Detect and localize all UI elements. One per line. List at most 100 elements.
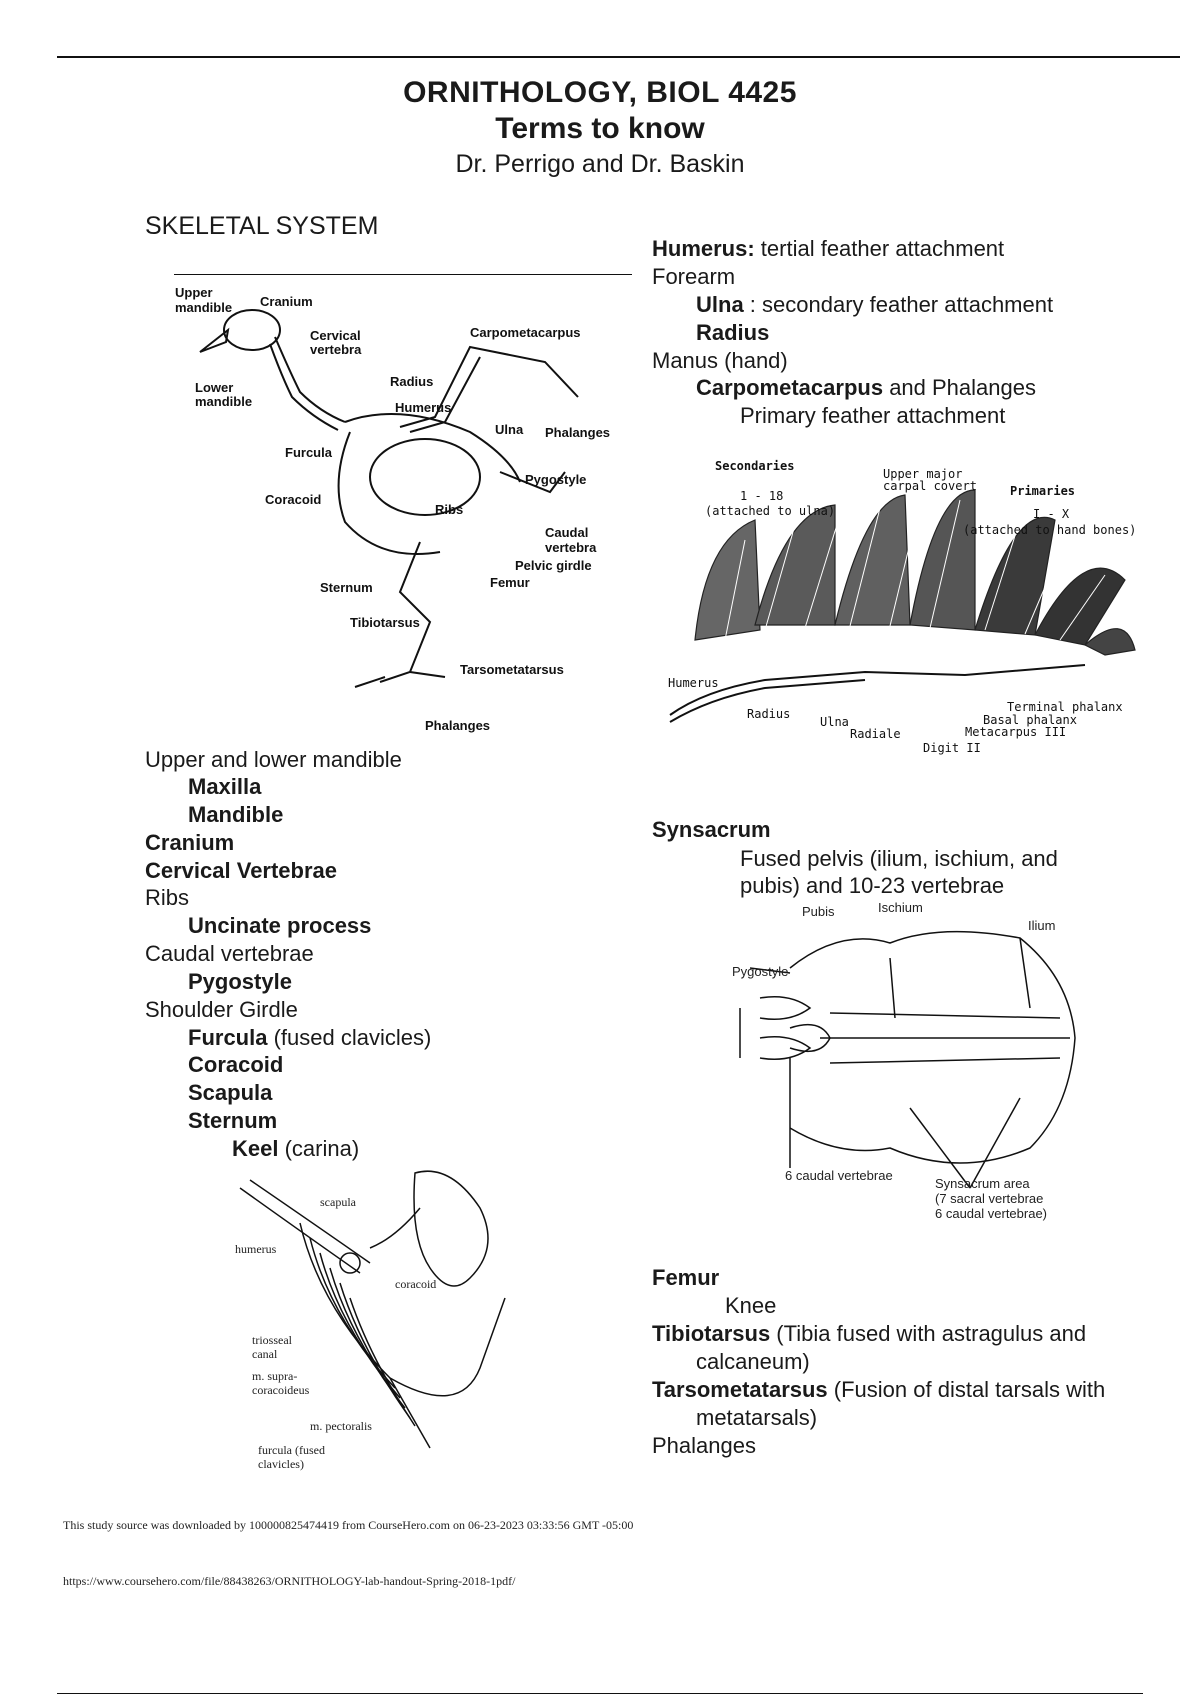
svg-text:Carpometacarpus: Carpometacarpus — [470, 325, 581, 340]
svg-text:Primaries: Primaries — [1010, 484, 1075, 498]
term-ulna-note: : secondary feather attachment — [744, 292, 1053, 317]
svg-text:humerus: humerus — [235, 1242, 277, 1256]
svg-text:m. pectoralis: m. pectoralis — [310, 1419, 372, 1433]
term-tarsometatarsus-note: (Fusion of distal tarsals with — [828, 1377, 1106, 1402]
bottom-rule — [57, 1693, 1143, 1694]
term-ribs: Ribs — [145, 884, 189, 912]
term-radius: Radius — [696, 319, 769, 347]
svg-text:(7 sacral vertebrae: (7 sacral vertebrae — [935, 1191, 1043, 1206]
svg-text:Cervical: Cervical — [310, 328, 361, 343]
svg-text:Metacarpus III: Metacarpus III — [965, 725, 1066, 739]
term-uncinate-process: Uncinate process — [188, 912, 371, 940]
term-humerus-note: tertial feather attachment — [755, 236, 1004, 261]
term-upper-lower-mandible: Upper and lower mandible — [145, 746, 402, 774]
svg-text:Pygostyle: Pygostyle — [525, 472, 586, 487]
svg-text:Phalanges: Phalanges — [425, 718, 490, 733]
svg-text:Coracoid: Coracoid — [265, 492, 321, 507]
svg-text:vertebra: vertebra — [310, 342, 362, 357]
term-knee: Knee — [725, 1292, 776, 1320]
term-tarsometatarsus-cont: metatarsals) — [696, 1404, 817, 1432]
term-keel: Keel (carina) — [232, 1135, 359, 1163]
term-mandible: Mandible — [188, 801, 283, 829]
authors: Dr. Perrigo and Dr. Baskin — [0, 150, 1200, 179]
footer-url[interactable]: https://www.coursehero.com/file/88438263… — [63, 1574, 515, 1589]
keel-figure: scapula humerus coracoid triosseal canal… — [230, 1168, 535, 1478]
term-caudal-vertebrae: Caudal vertebrae — [145, 940, 314, 968]
term-keel-note: (carina) — [278, 1136, 359, 1161]
svg-text:Pubis: Pubis — [802, 904, 835, 919]
term-furcula-name: Furcula — [188, 1025, 267, 1050]
svg-text:(attached to ulna): (attached to ulna) — [705, 504, 835, 518]
term-humerus-name: Humerus: — [652, 236, 755, 261]
wing-feathers-figure: Secondaries 1 - 18 (attached to ulna) Up… — [665, 450, 1150, 765]
page-subtitle: Terms to know — [0, 112, 1200, 146]
term-cervical-vertebrae: Cervical Vertebrae — [145, 857, 337, 885]
svg-text:Cranium: Cranium — [260, 294, 313, 309]
term-sternum: Sternum — [188, 1107, 277, 1135]
footer-source: This study source was downloaded by 1000… — [63, 1518, 633, 1533]
svg-text:Radius: Radius — [747, 707, 790, 721]
term-manus: Manus (hand) — [652, 347, 788, 375]
svg-text:Lower: Lower — [195, 380, 233, 395]
term-carpometacarpus-note: and Phalanges — [883, 375, 1036, 400]
svg-text:Ilium: Ilium — [1028, 918, 1055, 933]
svg-text:Furcula: Furcula — [285, 445, 333, 460]
term-cranium: Cranium — [145, 829, 234, 857]
svg-text:Secondaries: Secondaries — [715, 459, 794, 473]
term-femur: Femur — [652, 1264, 719, 1292]
svg-text:m. supra-: m. supra- — [252, 1369, 297, 1383]
term-keel-name: Keel — [232, 1136, 278, 1161]
svg-text:Tarsometatarsus: Tarsometatarsus — [460, 662, 564, 677]
svg-text:furcula (fused: furcula (fused — [258, 1443, 325, 1457]
svg-text:Femur: Femur — [490, 575, 530, 590]
term-shoulder-girdle: Shoulder Girdle — [145, 996, 298, 1024]
term-tibiotarsus-name: Tibiotarsus — [652, 1321, 770, 1346]
term-tibiotarsus: Tibiotarsus (Tibia fused with astragulus… — [652, 1320, 1086, 1348]
section-heading: SKELETAL SYSTEM — [145, 212, 378, 240]
term-phalanges: Phalanges — [652, 1432, 756, 1460]
svg-text:coracoid: coracoid — [395, 1277, 436, 1291]
svg-text:Caudal: Caudal — [545, 525, 588, 540]
svg-text:Radiale: Radiale — [850, 727, 901, 741]
svg-text:coracoideus: coracoideus — [252, 1383, 310, 1397]
term-fused-pelvis-cont: pubis) and 10-23 vertebrae — [740, 872, 1004, 900]
term-ulna: Ulna : secondary feather attachment — [696, 291, 1053, 319]
svg-text:scapula: scapula — [320, 1195, 357, 1209]
svg-text:Ribs: Ribs — [435, 502, 463, 517]
svg-text:Phalanges: Phalanges — [545, 425, 610, 440]
synsacrum-figure: Pubis Ischium Ilium Pygostyle 6 caudal v… — [730, 898, 1090, 1228]
svg-text:Ulna: Ulna — [820, 715, 849, 729]
svg-text:mandible: mandible — [195, 394, 252, 409]
svg-text:I - X: I - X — [1033, 507, 1070, 521]
term-humerus: Humerus: tertial feather attachment — [652, 235, 1004, 263]
term-carpometacarpus: Carpometacarpus and Phalanges — [696, 374, 1036, 402]
svg-text:1 - 18: 1 - 18 — [740, 489, 783, 503]
section-rule — [174, 274, 632, 275]
svg-text:canal: canal — [252, 1347, 278, 1361]
svg-text:Terminal phalanx: Terminal phalanx — [1007, 700, 1123, 714]
term-primary-feather-attachment: Primary feather attachment — [740, 402, 1005, 430]
term-maxilla: Maxilla — [188, 773, 261, 801]
svg-text:Digit II: Digit II — [923, 741, 981, 755]
term-tibiotarsus-note: (Tibia fused with astragulus and — [770, 1321, 1086, 1346]
svg-text:mandible: mandible — [175, 300, 232, 315]
term-scapula: Scapula — [188, 1079, 272, 1107]
svg-text:Ulna: Ulna — [495, 422, 524, 437]
svg-text:6 caudal vertebrae: 6 caudal vertebrae — [785, 1168, 893, 1183]
term-pygostyle: Pygostyle — [188, 968, 292, 996]
svg-text:Tibiotarsus: Tibiotarsus — [350, 615, 420, 630]
svg-text:carpal covert: carpal covert — [883, 479, 977, 493]
term-furcula: Furcula (fused clavicles) — [188, 1024, 431, 1052]
svg-text:6 caudal vertebrae): 6 caudal vertebrae) — [935, 1206, 1047, 1221]
svg-text:Humerus: Humerus — [395, 400, 451, 415]
svg-text:Ischium: Ischium — [878, 900, 923, 915]
svg-text:Pygostyle: Pygostyle — [732, 964, 788, 979]
svg-text:Pelvic girdle: Pelvic girdle — [515, 558, 592, 573]
term-tarsometatarsus-name: Tarsometatarsus — [652, 1377, 828, 1402]
svg-text:Synsacrum area: Synsacrum area — [935, 1176, 1030, 1191]
term-fused-pelvis: Fused pelvis (ilium, ischium, and — [740, 845, 1058, 873]
svg-text:vertebra: vertebra — [545, 540, 597, 555]
term-tibiotarsus-cont: calcaneum) — [696, 1348, 810, 1376]
term-synsacrum: Synsacrum — [652, 816, 771, 844]
svg-text:Radius: Radius — [390, 374, 433, 389]
